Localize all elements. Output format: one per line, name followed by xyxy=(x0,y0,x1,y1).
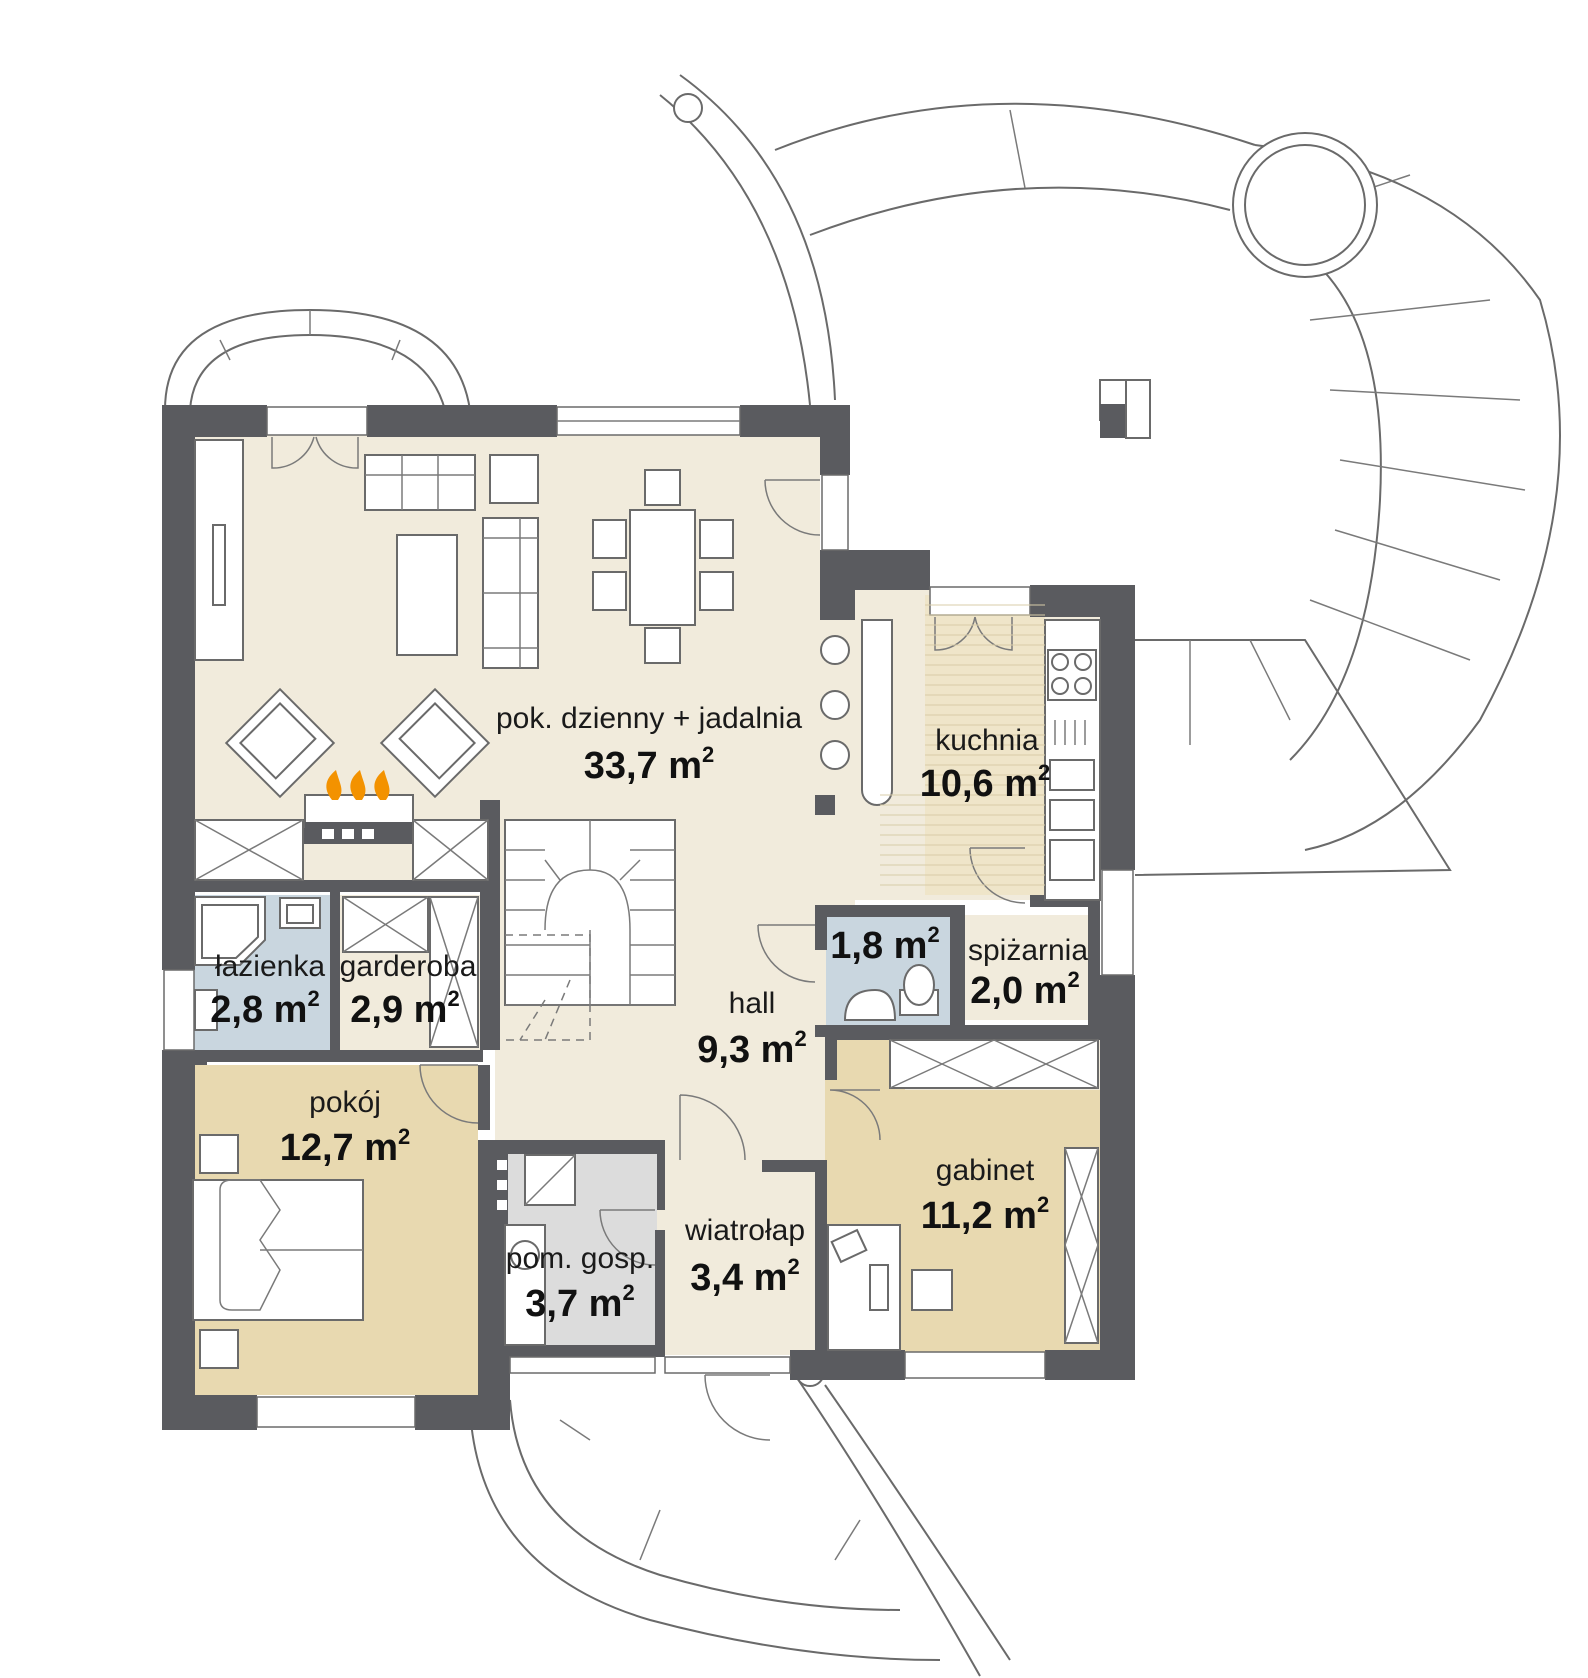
living-room-area: 33,7 m2 xyxy=(584,742,715,787)
kitchen-stripes xyxy=(880,604,1045,886)
kitchen-area: 10,6 m2 xyxy=(920,760,1051,805)
wardrobe-name: garderoba xyxy=(340,950,477,983)
office-area: 11,2 m2 xyxy=(921,1192,1049,1237)
fire-icon xyxy=(326,770,342,800)
kitchen-name: kuchnia xyxy=(935,724,1039,757)
fireplace xyxy=(194,770,489,881)
bathroom-name: łazienka xyxy=(215,950,325,983)
utility-area: 3,7 m2 xyxy=(525,1280,634,1325)
bathroom-area: 2,8 m2 xyxy=(210,986,319,1031)
wc-area: 1,8 m2 xyxy=(830,922,939,967)
terrace-outlines xyxy=(164,74,1561,1677)
doors xyxy=(271,436,1026,1441)
wardrobe-area: 2,9 m2 xyxy=(350,986,459,1031)
living-furniture xyxy=(194,439,893,881)
office-furniture xyxy=(827,1039,1099,1351)
living-room-name: pok. dzienny + jadalnia xyxy=(496,702,802,735)
bathroom-fixtures xyxy=(194,896,939,1048)
hall-area: 9,3 m2 xyxy=(697,1026,806,1071)
vestibule-area: 3,4 m2 xyxy=(690,1254,799,1299)
utility-name: pom. gosp. xyxy=(506,1242,654,1275)
office-name: gabinet xyxy=(936,1154,1035,1187)
bedroom-name: pokój xyxy=(309,1086,381,1119)
staircase xyxy=(504,819,676,1041)
room-labels: pok. dzienny + jadalnia 33,7 m2 kuchnia … xyxy=(210,702,1088,1325)
pantry-area: 2,0 m2 xyxy=(970,967,1079,1012)
utility-furniture xyxy=(497,1154,576,1346)
pantry-name: spiżarnia xyxy=(968,934,1088,967)
vestibule-name: wiatrołap xyxy=(684,1214,805,1247)
bedroom-area: 12,7 m2 xyxy=(280,1124,411,1169)
bedroom-furniture xyxy=(192,1134,364,1369)
hall-name: hall xyxy=(729,987,776,1020)
windows xyxy=(163,406,1134,1428)
kitchen-furniture xyxy=(1044,619,1101,901)
